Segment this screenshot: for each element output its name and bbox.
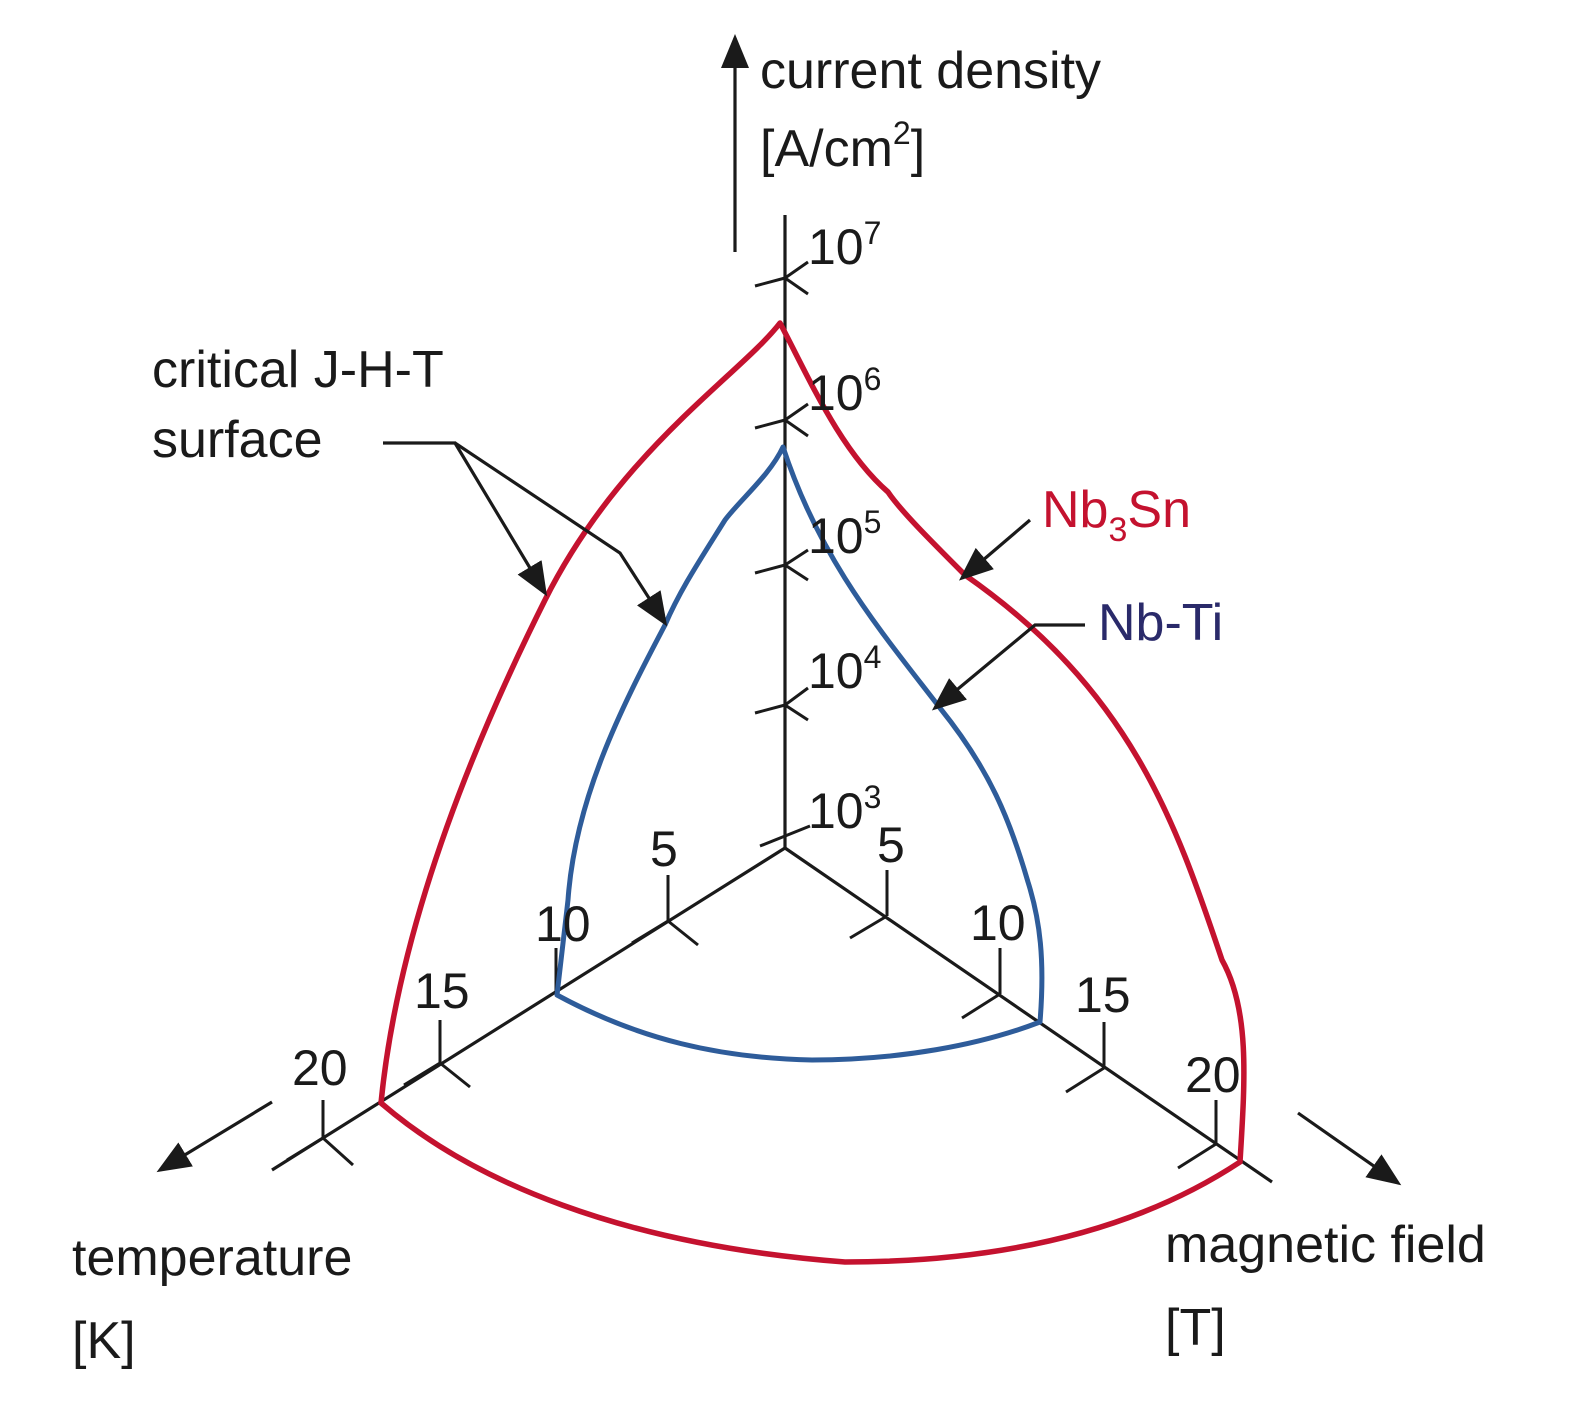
nb3sn-critical-surface-curve bbox=[378, 320, 1247, 1265]
current-density-label: current density bbox=[760, 42, 1101, 100]
j-tick-label-1e5: 105 bbox=[808, 504, 881, 564]
nbti-critical-surface-curve bbox=[554, 444, 1045, 1063]
nb3sn-pointer-arrow bbox=[958, 518, 1032, 581]
nbti-label: Nb-Ti bbox=[1098, 594, 1223, 652]
current-density-unit: [A/cm2] bbox=[760, 115, 925, 178]
h-tick-label-20: 20 bbox=[1185, 1047, 1241, 1103]
magnetic-field-axis bbox=[784, 846, 1273, 1184]
j-axis-tick-marks bbox=[754, 260, 811, 848]
h-tick-label-10: 10 bbox=[970, 895, 1026, 951]
j-tick-label-1e6: 106 bbox=[808, 361, 881, 421]
temperature-axis bbox=[271, 846, 786, 1172]
critical-surface-annotation-line2: surface bbox=[152, 411, 323, 469]
t-tick-label-15: 15 bbox=[414, 963, 470, 1019]
annotation-pointer-blue bbox=[454, 441, 668, 627]
t-axis-tick-marks bbox=[286, 875, 699, 1167]
t-tick-label-10: 10 bbox=[535, 896, 591, 952]
j-tick-label-1e3: 103 bbox=[808, 779, 881, 839]
temperature-unit: [K] bbox=[72, 1312, 136, 1370]
magnetic-field-unit: [T] bbox=[1165, 1299, 1226, 1357]
nbti-pointer-arrow bbox=[931, 623, 1085, 711]
magnetic-field-direction-arrow bbox=[1297, 1111, 1402, 1186]
j-tick-label-1e4: 104 bbox=[808, 639, 881, 699]
annotation-pointer-red bbox=[383, 441, 548, 597]
t-tick-label-20: 20 bbox=[292, 1040, 348, 1096]
critical-surface-annotation-line1: critical J-H-T bbox=[152, 341, 444, 399]
t-tick-label-5: 5 bbox=[650, 821, 678, 877]
h-tick-label-15: 15 bbox=[1075, 967, 1131, 1023]
h-tick-label-5: 5 bbox=[877, 817, 905, 873]
magnetic-field-label: magnetic field bbox=[1165, 1216, 1486, 1274]
h-axis-tick-marks bbox=[849, 870, 1218, 1170]
temperature-direction-arrow bbox=[156, 1100, 273, 1173]
temperature-label: temperature bbox=[72, 1229, 352, 1287]
nb3sn-label: Nb3Sn bbox=[1042, 481, 1191, 549]
j-tick-label-1e7: 107 bbox=[808, 215, 881, 275]
